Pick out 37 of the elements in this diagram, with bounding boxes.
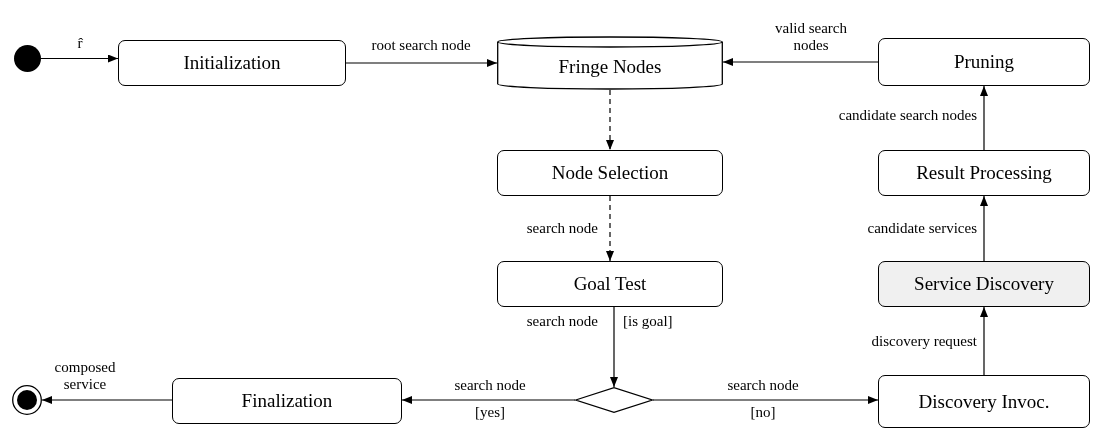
edge-label: discovery request (871, 333, 977, 351)
arrow (980, 306, 988, 376)
state-box (878, 375, 1090, 428)
arrow (345, 59, 498, 67)
state-name: Discovery Invoc. (918, 390, 1050, 413)
state-name: Goal Test (573, 273, 647, 295)
arrow (606, 195, 614, 262)
state-box (878, 38, 1090, 86)
arrow (610, 306, 618, 388)
state-name: Fringe Nodes (558, 56, 662, 78)
arrow (40, 54, 119, 63)
state-name: Pruning (953, 51, 1015, 73)
final-state (12, 385, 42, 415)
initial-state (14, 45, 41, 72)
state-box (118, 40, 346, 86)
state-name: Service Discovery (914, 273, 1054, 295)
state-name: Finalization (241, 390, 333, 412)
state-name: Initialization (183, 52, 281, 74)
arrow (722, 58, 879, 66)
arrow (401, 396, 576, 404)
arrow (980, 85, 988, 151)
guard-label: [yes] (475, 404, 505, 422)
decision-diamond (575, 387, 653, 413)
guard-label: [no] (750, 404, 776, 422)
arrow (41, 396, 173, 404)
state-box (497, 150, 723, 196)
state-name: Node Selection (551, 162, 669, 184)
arrow (606, 89, 614, 151)
state-box (878, 150, 1090, 196)
datastore-cylinder (497, 36, 723, 90)
guard-label: [is goal] (623, 313, 673, 331)
arrow (980, 195, 988, 262)
arrow (652, 396, 879, 404)
state-box (878, 261, 1090, 307)
state-box (172, 378, 402, 424)
state-box (497, 261, 723, 307)
state-name: Result Processing (916, 162, 1052, 184)
